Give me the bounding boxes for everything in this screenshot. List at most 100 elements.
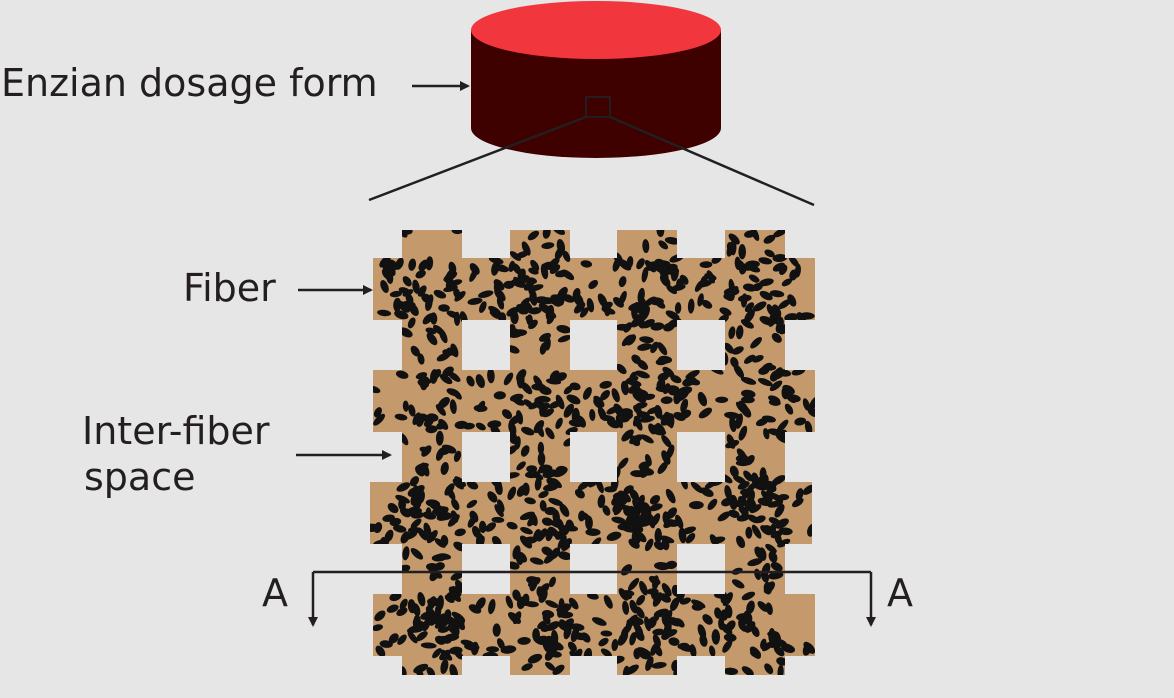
drug-particle [395,370,409,379]
drug-particle [698,407,713,419]
drug-particle [611,516,626,524]
drug-particle [568,597,579,610]
drug-particle [552,509,560,525]
drug-particle [559,619,571,633]
drug-particle [415,270,426,279]
drug-particle [654,264,666,273]
drug-particle [631,616,644,625]
drug-particle [765,602,773,615]
drug-particle [765,543,777,554]
drug-particle [717,511,731,522]
drug-particle [735,459,751,467]
drug-particle [661,434,672,448]
drug-particle [674,302,682,314]
drug-particle [585,528,601,537]
drug-particle [555,417,563,430]
drug-particle [557,551,569,559]
drug-particle [657,461,668,474]
drug-particle [511,279,526,288]
drug-particle [629,434,643,445]
drug-particle [772,262,786,272]
drug-particle [537,441,545,455]
drug-particle [414,484,425,495]
drug-particle [753,482,769,491]
drug-particle [439,649,451,661]
drug-particle [632,391,647,403]
drug-particle [446,388,460,397]
drug-particle [751,282,763,292]
drug-particle [556,239,566,254]
drug-particle [613,296,624,308]
drug-particle [527,230,540,241]
drug-particle [393,525,407,533]
drug-particle [396,607,408,616]
drug-particle [549,370,560,381]
drug-particle [723,667,739,675]
drug-particle [653,541,665,551]
drug-particle [629,489,640,502]
drug-particle [435,430,444,446]
drug-particle [659,593,672,603]
drug-particle [453,287,461,299]
drug-particle [543,483,559,492]
drug-particle [475,374,485,389]
drug-particle [432,648,442,659]
drug-particle [488,305,502,315]
drug-particle [435,447,445,461]
drug-particle [733,364,745,379]
drug-particle [761,494,774,503]
drug-particle [453,450,462,463]
drug-particle [519,511,535,521]
drug-particle [492,623,501,637]
drug-particle [633,622,644,637]
drug-particle [614,323,631,331]
drug-particle [494,504,504,518]
drug-particle [728,326,736,340]
drug-particle [446,347,458,357]
drug-particle [493,391,506,400]
drug-particle [726,434,736,449]
drug-particle [538,588,548,603]
drug-particle [452,624,460,637]
drug-particle [436,352,451,362]
drug-particle [618,276,627,288]
drug-particle [471,525,481,539]
drug-particle [650,341,659,354]
drug-particle [410,511,424,519]
drug-particle [675,514,684,529]
drug-particle [512,589,521,602]
drug-particle [507,486,517,501]
drug-particle [661,450,671,465]
drug-particle [776,316,784,330]
drug-particle [529,557,544,565]
drug-particle [772,253,788,263]
drug-particle [454,528,466,537]
drug-particle [410,491,420,506]
drug-particle [664,385,680,394]
drug-particle [634,370,650,379]
drug-particle [640,298,647,313]
drug-particle [767,571,784,580]
drug-particle [700,487,713,497]
drug-particle [488,256,504,265]
drug-particle [747,558,763,567]
drug-particle [384,259,397,267]
drug-particle [597,494,606,509]
drug-particle [538,490,549,499]
drug-particle [589,409,596,421]
drug-particle [629,632,637,646]
drug-particle [412,618,421,632]
drug-particle [758,257,773,265]
drug-particle [628,505,640,519]
drug-particle [512,611,522,625]
drug-particle [433,324,445,336]
drug-particle [623,485,634,494]
drug-particle [399,507,412,518]
drug-particle [451,230,464,235]
drug-particle [537,528,548,542]
drug-particle [616,363,627,375]
drug-particle [740,293,748,308]
drug-particle [417,353,425,365]
drug-particle [734,259,745,271]
drug-particle [764,663,774,675]
